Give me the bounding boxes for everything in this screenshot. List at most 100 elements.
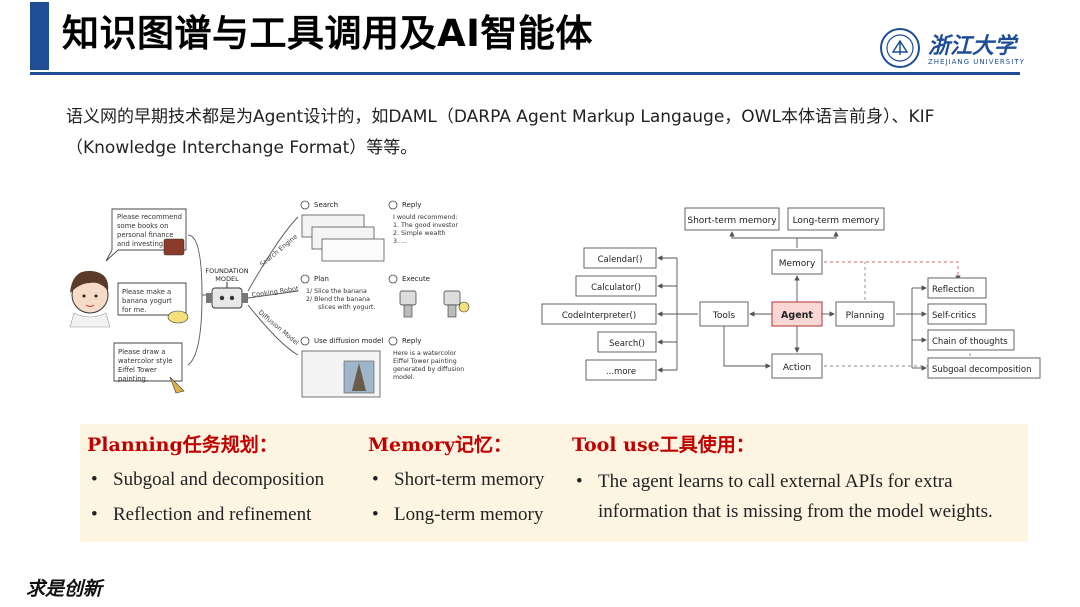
books-icon bbox=[163, 238, 185, 256]
svg-text:and investing.: and investing. bbox=[117, 240, 165, 248]
planning-self-critics-node bbox=[927, 303, 987, 325]
planning-self-critics-label: Self-critics bbox=[932, 311, 976, 321]
diffusion-title: Use diffusion model bbox=[314, 337, 383, 345]
tool-use-column: Tool use工具使用： The agent learns to call e… bbox=[572, 424, 1022, 536]
foundation-model-figure: Please recommend some books on personal … bbox=[69, 200, 470, 398]
planning-cot-label: Chain of thoughts bbox=[932, 337, 1008, 347]
search-title: Search bbox=[314, 201, 338, 209]
planning-heading: Planning任务规划： bbox=[87, 434, 278, 456]
model-label-line2: MODEL bbox=[215, 275, 239, 283]
plan-line-1: 1/ Slice the banana bbox=[306, 288, 367, 295]
svg-text:Please draw a: Please draw a bbox=[118, 348, 165, 356]
reply-line-4: 3. ... bbox=[393, 238, 407, 245]
tool-search-label: Search() bbox=[609, 339, 645, 349]
planning-subgoal-node bbox=[927, 357, 1041, 379]
summary-panel: Planning任务规划： Subgoal and decomposition … bbox=[80, 424, 1028, 542]
agent-label: Agent bbox=[781, 310, 813, 321]
tool-calendar-label: Calendar() bbox=[598, 255, 643, 265]
svg-text:some books on: some books on bbox=[117, 222, 168, 230]
branch-cooking-robot: Cooking Robot bbox=[251, 284, 299, 299]
reply-line-2: 1. The good investor bbox=[393, 222, 458, 229]
diffusion-reply-line-3: generated by diffusion bbox=[393, 366, 464, 373]
planning-label: Planning bbox=[846, 311, 885, 321]
svg-text:painting.: painting. bbox=[118, 375, 148, 383]
model-label-line1: FOUNDATION bbox=[205, 267, 248, 275]
tool-search-node bbox=[597, 331, 657, 353]
memory-column: Memory记忆： Short-term memory Long-term me… bbox=[368, 424, 568, 537]
list-item: Short-term memory bbox=[368, 467, 568, 493]
planning-reflection-label: Reflection bbox=[932, 285, 974, 295]
seal-emblem-icon bbox=[886, 34, 914, 62]
svg-text:banana yogurt: banana yogurt bbox=[122, 297, 172, 305]
reply-title: Reply bbox=[402, 201, 421, 209]
university-logo: 浙江大学 ZHEJIANG UNIVERSITY bbox=[880, 28, 1030, 72]
diffusion-step-icon bbox=[300, 336, 310, 346]
tool-use-list: The agent learns to call external APIs f… bbox=[572, 467, 1022, 527]
svg-text:watercolor style: watercolor style bbox=[118, 357, 172, 365]
tool-calculator-label: Calculator() bbox=[591, 283, 641, 293]
svg-text:Eiffel Tower: Eiffel Tower bbox=[118, 366, 157, 374]
branch-search-engine: Search Engine bbox=[258, 232, 299, 268]
reply-line-3: 2. Simple wealth bbox=[393, 230, 446, 237]
paintbrush-icon bbox=[169, 376, 185, 394]
footer-signature: 求是创新 bbox=[26, 578, 103, 600]
planning-cot-node bbox=[927, 329, 1015, 351]
prompt-bubble-yogurt: Please make a banana yogurt for me. bbox=[117, 282, 189, 324]
list-item: Long-term memory bbox=[368, 502, 568, 528]
svg-text:Please recommend: Please recommend bbox=[117, 213, 182, 221]
intro-text: 语义网的早期技术都是为Agent设计的，如DAML（DARPA Agent Ma… bbox=[66, 107, 935, 158]
diffusion-reply-line-4: model. bbox=[393, 374, 415, 381]
tool-use-heading: Tool use工具使用： bbox=[572, 434, 755, 456]
diffusion-reply-icon bbox=[388, 336, 398, 346]
planning-reflection-node bbox=[927, 277, 987, 299]
action-node bbox=[771, 353, 823, 379]
short-term-memory-node bbox=[684, 207, 780, 231]
prompt-bubble-books: Please recommend some books on personal … bbox=[105, 208, 187, 262]
diffusion-reply-title: Reply bbox=[402, 337, 421, 345]
memory-node bbox=[771, 249, 823, 275]
tools-label: Tools bbox=[712, 311, 735, 321]
prompt-bubble-painting: Please draw a watercolor style Eiffel To… bbox=[113, 342, 185, 394]
reply-line-1: I would recommend: bbox=[393, 214, 458, 221]
planning-list: Subgoal and decomposition Reflection and… bbox=[87, 467, 362, 528]
agent-architecture-diagram: Short-term memory Long-term memory Memor… bbox=[541, 207, 1041, 381]
memory-heading: Memory记忆： bbox=[368, 434, 512, 456]
university-name-english: ZHEJIANG UNIVERSITY bbox=[928, 58, 1025, 66]
reply-step-icon bbox=[388, 200, 398, 210]
planning-column: Planning任务规划： Subgoal and decomposition … bbox=[87, 424, 362, 537]
diffusion-reply-line-1: Here is a watercolor bbox=[393, 350, 457, 357]
tool-calendar-node bbox=[583, 247, 657, 269]
tool-more-node bbox=[585, 359, 657, 381]
execute-title: Execute bbox=[402, 275, 430, 283]
plan-title: Plan bbox=[314, 275, 329, 283]
list-item: The agent learns to call external APIs f… bbox=[572, 467, 1022, 527]
search-window-3 bbox=[321, 238, 385, 262]
branch-diffusion-model: Diffusion Model bbox=[257, 308, 301, 347]
university-name: 浙江大学 bbox=[928, 33, 1017, 59]
yogurt-bowl-icon bbox=[167, 310, 189, 324]
title-rule bbox=[30, 72, 1020, 75]
tool-codeinterpreter-node bbox=[541, 303, 657, 325]
memory-list: Short-term memory Long-term memory bbox=[368, 467, 568, 528]
action-label: Action bbox=[783, 363, 811, 373]
short-term-memory-label: Short-term memory bbox=[687, 216, 777, 226]
university-seal-icon bbox=[880, 28, 920, 68]
page-title: 知识图谱与工具调用及AI智能体 bbox=[62, 12, 593, 55]
foundation-model-robot-icon bbox=[206, 282, 248, 309]
list-item: Subgoal and decomposition bbox=[87, 467, 362, 493]
plan-step-icon bbox=[300, 274, 310, 284]
plan-line-3: slices with yogurt. bbox=[318, 304, 375, 311]
tool-calculator-node bbox=[575, 275, 657, 297]
planning-node bbox=[835, 301, 895, 327]
svg-text:Please make a: Please make a bbox=[122, 288, 171, 296]
cooking-robot-icon bbox=[399, 290, 470, 318]
execute-step-icon bbox=[388, 274, 398, 284]
list-item: Reflection and refinement bbox=[87, 502, 362, 528]
long-term-memory-label: Long-term memory bbox=[793, 216, 881, 226]
planning-subgoal-label: Subgoal decomposition bbox=[932, 365, 1032, 375]
search-step-icon bbox=[300, 200, 310, 210]
svg-text:for me.: for me. bbox=[122, 306, 146, 314]
user-avatar bbox=[69, 270, 111, 328]
plan-line-2: 2/ Blend the banana bbox=[306, 296, 370, 303]
svg-text:personal finance: personal finance bbox=[117, 231, 174, 239]
